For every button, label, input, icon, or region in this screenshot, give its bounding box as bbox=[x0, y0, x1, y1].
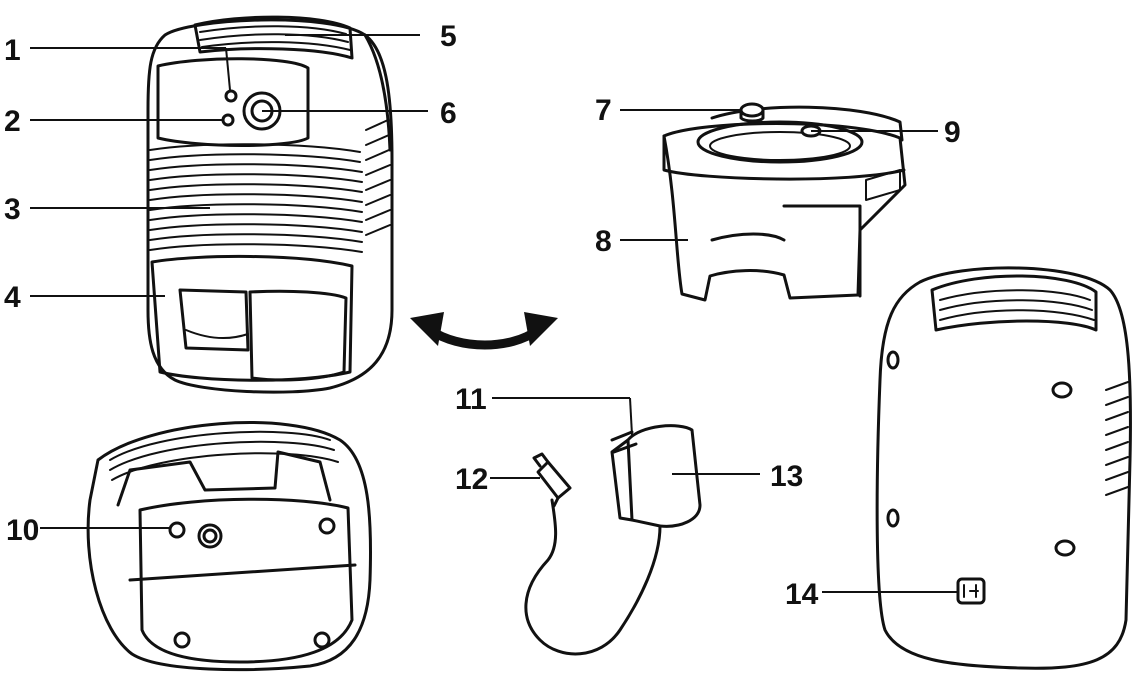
callout-labels: 1 2 3 4 5 6 7 8 9 10 11 12 13 14 bbox=[4, 20, 961, 611]
tank-float-indicator bbox=[739, 102, 765, 118]
callout-13: 13 bbox=[770, 460, 803, 493]
dc-plug bbox=[532, 452, 572, 508]
dehumidifier-back-view bbox=[875, 266, 1132, 670]
drain-outlet bbox=[168, 521, 186, 539]
dehumidifier-bottom-view bbox=[86, 421, 373, 672]
callout-4: 4 bbox=[4, 281, 21, 314]
power-adapter bbox=[524, 424, 702, 656]
leader-lines bbox=[30, 34, 958, 593]
adapter-prongs bbox=[610, 430, 638, 454]
callout-8: 8 bbox=[595, 225, 612, 258]
air-intake-grille bbox=[149, 143, 363, 253]
power-cable bbox=[524, 498, 662, 656]
double-arrow-icon bbox=[410, 312, 558, 350]
callout-10: 10 bbox=[6, 514, 39, 547]
callout-6: 6 bbox=[440, 97, 457, 130]
power-indicator-light bbox=[224, 89, 238, 103]
water-tank-front bbox=[150, 254, 354, 382]
callout-1: 1 bbox=[4, 34, 21, 67]
water-tank bbox=[662, 102, 907, 302]
callout-14: 14 bbox=[785, 578, 819, 611]
callout-12: 12 bbox=[455, 463, 488, 496]
callout-7: 7 bbox=[595, 94, 612, 127]
dehumidifier-front-view bbox=[146, 15, 394, 394]
callout-9: 9 bbox=[944, 116, 961, 149]
callout-5: 5 bbox=[440, 20, 457, 53]
callout-2: 2 bbox=[4, 105, 21, 138]
adapter-body bbox=[626, 424, 702, 528]
full-tank-indicator-light bbox=[221, 113, 235, 127]
callout-3: 3 bbox=[4, 193, 21, 226]
callout-11: 11 bbox=[455, 383, 487, 416]
